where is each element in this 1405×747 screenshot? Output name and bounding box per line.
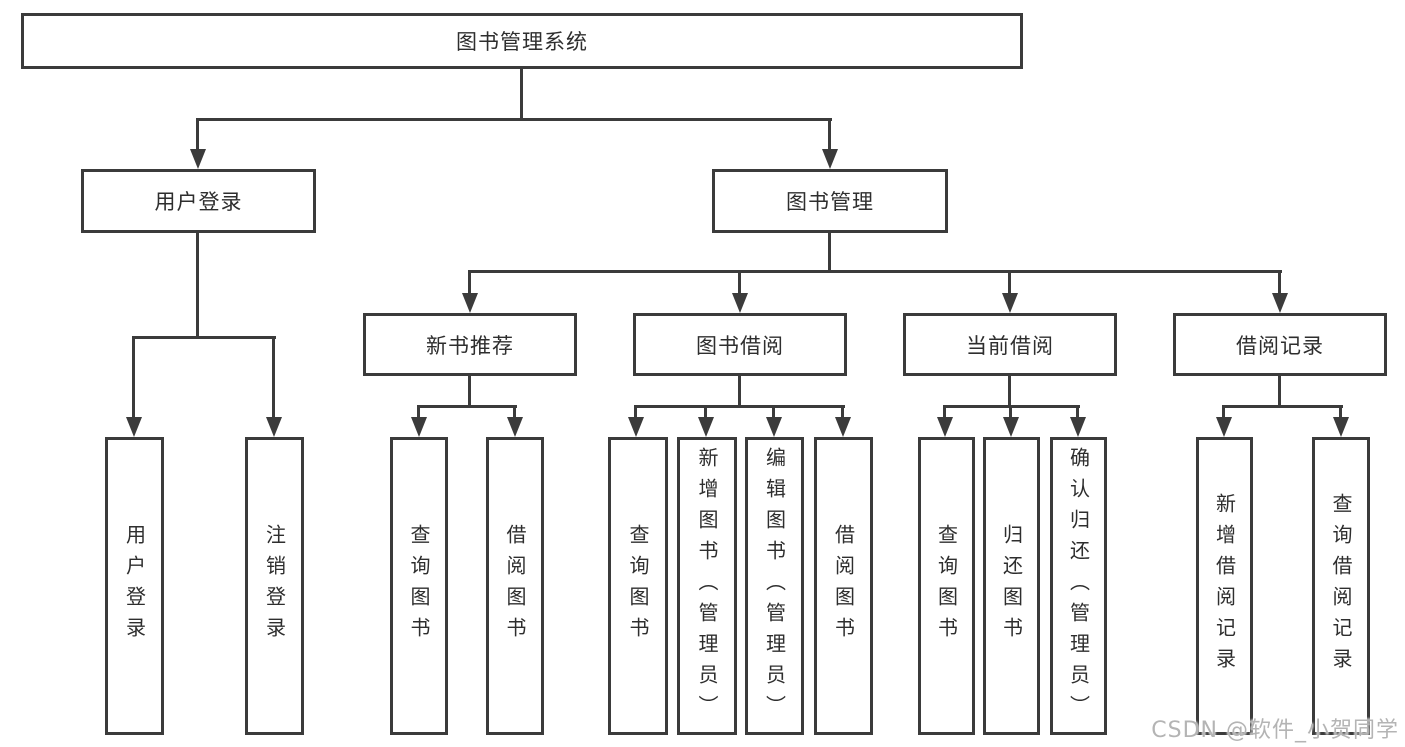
connector-line [272, 336, 275, 417]
node-new-book-recommendation: 新书推荐 [363, 313, 577, 376]
node-label: 借阅图书 [503, 524, 527, 648]
connector-line [772, 405, 775, 417]
arrowhead-down-icon [1272, 293, 1288, 313]
node-current-borrowing: 当前借阅 [903, 313, 1117, 376]
connector-line [1222, 405, 1225, 417]
node-label: 图书管理系统 [456, 30, 588, 54]
connector-line [197, 118, 832, 121]
node-label: 归还图书 [999, 524, 1024, 648]
leaf-bb-add-books-admin: 新增图书（管理员） [677, 437, 737, 735]
connector-line [634, 405, 637, 417]
leaf-cb-confirm-return-admin: 确认归还（管理员） [1050, 437, 1107, 735]
leaf-logout: 注销登录 [245, 437, 304, 735]
arrowhead-down-icon [937, 417, 953, 437]
node-library-management-system: 图书管理系统 [21, 13, 1023, 69]
connector-line [738, 270, 741, 293]
node-label: 确认归还（管理员） [1066, 446, 1091, 726]
csdn-watermark: CSDN @软件_小贺同学 [1151, 718, 1399, 743]
node-label: 图书借阅 [696, 333, 784, 358]
node-label: 新增借阅记录 [1212, 493, 1237, 679]
node-user-login: 用户登录 [81, 169, 316, 233]
connector-line [828, 118, 831, 149]
node-label: 当前借阅 [966, 333, 1054, 358]
leaf-bb-borrow-books: 借阅图书 [814, 437, 873, 735]
arrowhead-down-icon [1216, 417, 1232, 437]
arrowhead-down-icon [266, 417, 282, 437]
arrowhead-down-icon [766, 417, 782, 437]
connector-line [1222, 405, 1343, 408]
node-label: 查询借阅记录 [1329, 493, 1353, 679]
connector-line [841, 405, 844, 417]
arrowhead-down-icon [628, 417, 644, 437]
leaf-br-query-record: 查询借阅记录 [1312, 437, 1370, 735]
arrowhead-down-icon [1070, 417, 1086, 437]
node-label: 用户登录 [122, 524, 147, 648]
node-label: 查询图书 [934, 524, 959, 648]
connector-line [1278, 270, 1281, 293]
leaf-br-add-record: 新增借阅记录 [1196, 437, 1253, 735]
connector-line [1008, 270, 1011, 293]
node-book-borrowing: 图书借阅 [633, 313, 847, 376]
node-borrowing-records: 借阅记录 [1173, 313, 1387, 376]
connector-line [468, 376, 471, 408]
connector-line [1278, 376, 1281, 408]
node-label: 新增图书（管理员） [695, 446, 719, 726]
arrowhead-down-icon [190, 149, 206, 169]
node-label: 借阅图书 [831, 524, 856, 648]
connector-line [704, 405, 707, 417]
leaf-nb-query-books: 查询图书 [390, 437, 448, 735]
connector-line [1008, 376, 1011, 408]
connector-line [943, 405, 946, 417]
arrowhead-down-icon [835, 417, 851, 437]
connector-line [468, 270, 471, 293]
connector-line [1009, 405, 1012, 417]
leaf-cb-return-books: 归还图书 [983, 437, 1040, 735]
node-label: 用户登录 [154, 190, 243, 214]
connector-line [738, 376, 741, 408]
connector-line [520, 69, 523, 119]
arrowhead-down-icon [411, 417, 427, 437]
node-label: 借阅记录 [1236, 333, 1324, 358]
leaf-user-login: 用户登录 [105, 437, 164, 735]
node-label: 注销登录 [262, 524, 287, 648]
arrowhead-down-icon [698, 417, 714, 437]
arrowhead-down-icon [732, 293, 748, 313]
node-label: 新书推荐 [426, 333, 514, 358]
connector-line [634, 405, 845, 408]
node-label: 图书管理 [786, 190, 874, 214]
connector-line [1076, 405, 1079, 417]
arrowhead-down-icon [822, 149, 838, 169]
node-book-management: 图书管理 [712, 169, 948, 233]
leaf-bb-query-books: 查询图书 [608, 437, 668, 735]
connector-line [133, 336, 276, 339]
node-label: 编辑图书（管理员） [762, 446, 787, 726]
connector-line [132, 336, 135, 417]
arrowhead-down-icon [1003, 417, 1019, 437]
connector-line [196, 118, 199, 149]
arrowhead-down-icon [126, 417, 142, 437]
connector-line [417, 405, 420, 417]
connector-line [417, 405, 517, 408]
arrowhead-down-icon [1002, 293, 1018, 313]
leaf-bb-edit-books-admin: 编辑图书（管理员） [745, 437, 804, 735]
connector-line [513, 405, 516, 417]
arrowhead-down-icon [507, 417, 523, 437]
node-label: 查询图书 [407, 524, 431, 648]
arrowhead-down-icon [1333, 417, 1349, 437]
connector-line [1339, 405, 1342, 417]
arrowhead-down-icon [462, 293, 478, 313]
node-label: 查询图书 [626, 524, 650, 648]
connector-line [828, 233, 831, 273]
leaf-nb-borrow-books: 借阅图书 [486, 437, 544, 735]
connector-line [468, 270, 1282, 273]
connector-line [196, 233, 199, 338]
leaf-cb-query-books: 查询图书 [918, 437, 975, 735]
